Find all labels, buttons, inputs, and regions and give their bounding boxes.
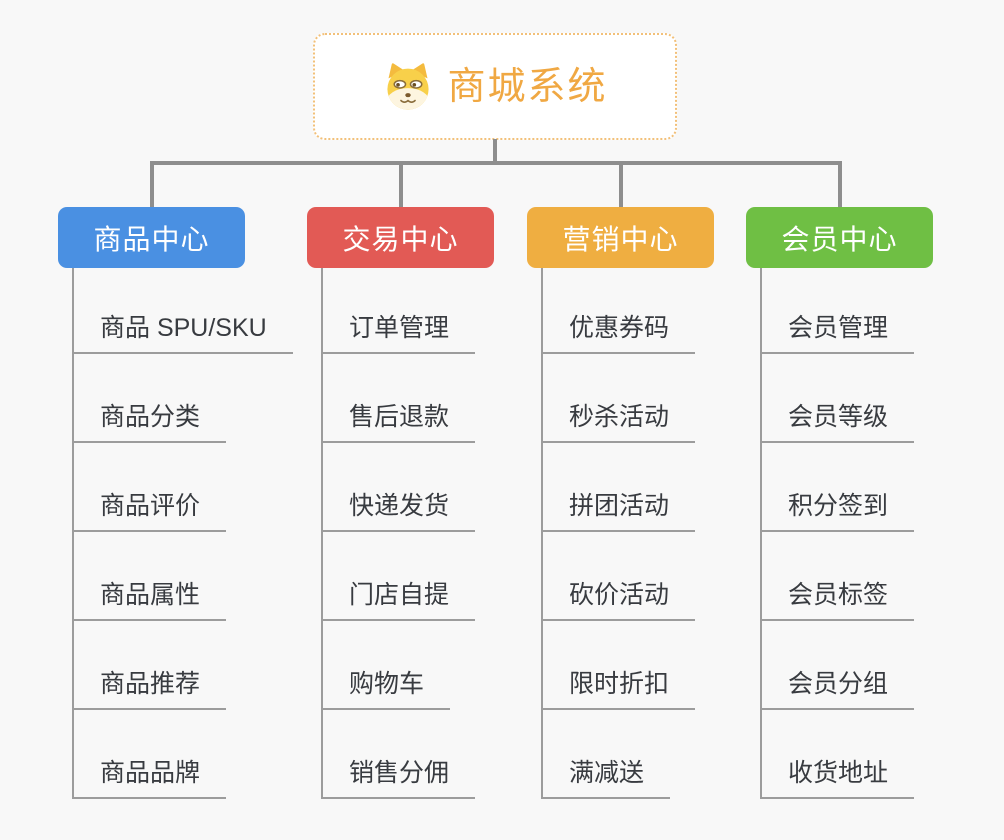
connector-horizontal-bar [150, 161, 842, 165]
leaf-node[interactable]: 商品评价 [72, 490, 227, 532]
leaf-node[interactable]: 限时折扣 [541, 668, 696, 710]
branch-product-center: 商品中心 商品 SPU/SKU 商品分类 商品评价 商品属性 商品推荐 商品品牌 [58, 207, 293, 807]
connector-stub-member [838, 161, 842, 209]
leaf-node[interactable]: 门店自提 [321, 579, 476, 621]
leaf-node[interactable]: 会员标签 [760, 579, 915, 621]
connector-stub-product [150, 161, 154, 209]
leaf-node[interactable]: 会员分组 [760, 668, 915, 710]
branch-vline [321, 268, 323, 799]
leaf-node[interactable]: 拼团活动 [541, 490, 696, 532]
branch-node-marketing-center[interactable]: 营销中心 [527, 207, 714, 268]
branch-member-center: 会员中心 会员管理 会员等级 积分签到 会员标签 会员分组 收货地址 [746, 207, 933, 807]
branch-marketing-center: 营销中心 优惠券码 秒杀活动 拼团活动 砍价活动 限时折扣 满减送 [527, 207, 714, 807]
connector-stub-marketing [619, 161, 623, 209]
leaf-node[interactable]: 商品品牌 [72, 757, 227, 799]
root-node-label: 商城系统 [447, 65, 608, 108]
leaf-node[interactable]: 购物车 [321, 668, 451, 710]
leaf-node[interactable]: 会员管理 [760, 312, 915, 354]
leaf-node[interactable]: 销售分佣 [321, 757, 476, 799]
doge-icon [387, 62, 430, 110]
branch-node-trade-center[interactable]: 交易中心 [307, 207, 494, 268]
leaf-node[interactable]: 商品 SPU/SKU [72, 312, 293, 354]
leaf-node[interactable]: 快递发货 [321, 490, 476, 532]
branch-vline [72, 268, 74, 799]
branch-node-member-center[interactable]: 会员中心 [746, 207, 933, 268]
branch-vline [541, 268, 543, 799]
branch-trade-center: 交易中心 订单管理 售后退款 快递发货 门店自提 购物车 销售分佣 [307, 207, 494, 807]
leaf-node[interactable]: 售后退款 [321, 401, 476, 443]
branch-vline [760, 268, 762, 799]
connector-stub-trade [399, 161, 403, 209]
branch-node-product-center[interactable]: 商品中心 [58, 207, 245, 268]
leaf-node[interactable]: 会员等级 [760, 401, 915, 443]
leaf-node[interactable]: 满减送 [541, 757, 671, 799]
leaf-node[interactable]: 收货地址 [760, 757, 915, 799]
leaf-node[interactable]: 秒杀活动 [541, 401, 696, 443]
leaf-node[interactable]: 商品属性 [72, 579, 227, 621]
root-node[interactable]: 商城系统 [313, 33, 677, 140]
leaf-node[interactable]: 积分签到 [760, 490, 915, 532]
leaf-node[interactable]: 商品分类 [72, 401, 227, 443]
leaf-node[interactable]: 优惠券码 [541, 312, 696, 354]
connector-root-stem [493, 139, 497, 165]
leaf-node[interactable]: 订单管理 [321, 312, 476, 354]
leaf-node[interactable]: 砍价活动 [541, 579, 696, 621]
leaf-node[interactable]: 商品推荐 [72, 668, 227, 710]
